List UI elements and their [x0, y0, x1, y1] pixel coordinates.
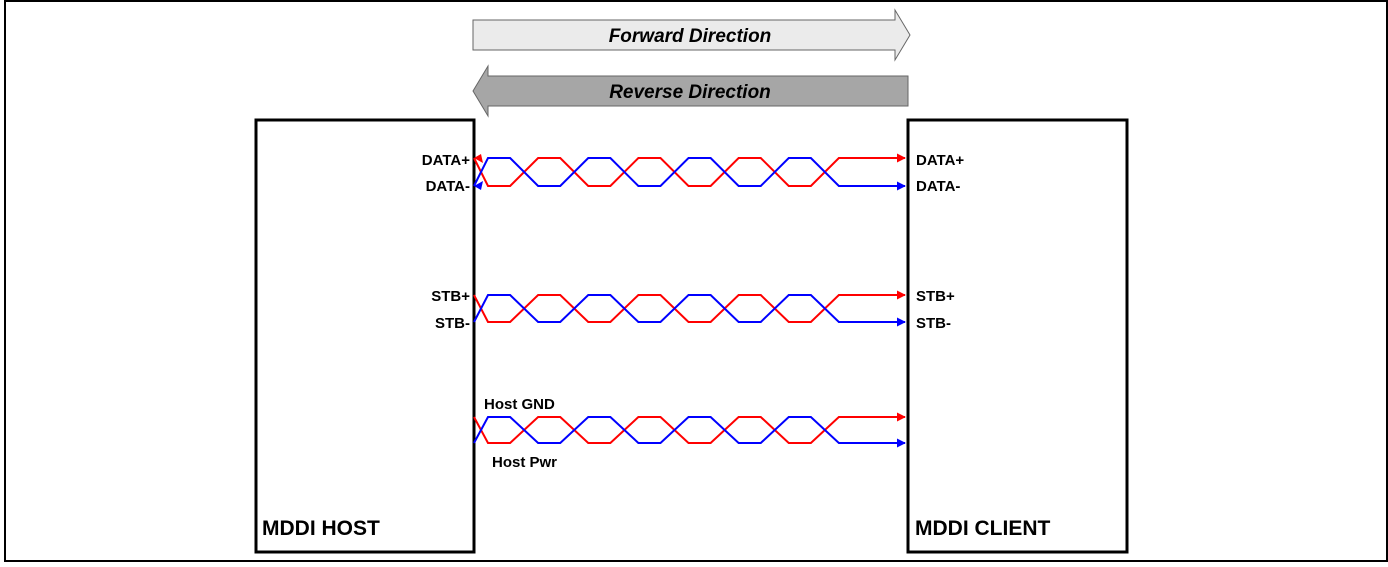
- reverse-direction-label: Reverse Direction: [609, 82, 771, 103]
- reverse-arrow-shape: [472, 64, 909, 118]
- stb-pair-negative-wire: [473, 294, 906, 327]
- outer-frame: [4, 0, 1388, 562]
- reverse-direction-arrow: Reverse Direction: [472, 64, 909, 118]
- host-gnd-label: Host GND: [484, 396, 555, 413]
- client-box: [906, 118, 1129, 554]
- power-pair-positive-wire: [473, 412, 906, 444]
- host-data-minus-label: DATA-: [426, 178, 470, 195]
- host-data-plus-label: DATA+: [422, 152, 470, 169]
- stb-pair: [473, 290, 906, 327]
- stb-pair-positive-wire: [473, 290, 906, 323]
- power-pair-negative-wire: [473, 416, 906, 448]
- host-stb-minus-label: STB-: [435, 315, 470, 332]
- host-box: [254, 118, 476, 554]
- client-title: MDDI CLIENT: [915, 517, 1050, 540]
- client-stb-plus-label: STB+: [916, 288, 955, 305]
- host-stb-plus-label: STB+: [431, 288, 470, 305]
- forward-arrow-shape: [472, 8, 911, 62]
- client-stb-minus-label: STB-: [916, 315, 951, 332]
- client-data-plus-label: DATA+: [916, 152, 964, 169]
- mddi-client-block: MDDI CLIENT DATA+ DATA- STB+ STB-: [906, 118, 1129, 554]
- host-title: MDDI HOST: [262, 517, 380, 540]
- host-pwr-label: Host Pwr: [492, 454, 557, 471]
- power-pair: [473, 412, 906, 448]
- client-data-minus-label: DATA-: [916, 178, 960, 195]
- data-pair-reverse-positive-arrowhead: [474, 154, 483, 163]
- mddi-host-block: MDDI HOST DATA+ DATA- STB+ STB-: [254, 118, 476, 554]
- forward-direction-label: Forward Direction: [609, 26, 772, 47]
- twisted-pairs: [473, 153, 906, 448]
- data-pair: [473, 153, 906, 191]
- forward-direction-arrow: Forward Direction: [472, 8, 911, 62]
- data-pair-reverse-negative-arrowhead: [474, 181, 483, 190]
- data-pair-negative-wire: [473, 157, 906, 191]
- data-pair-positive-wire: [473, 153, 906, 187]
